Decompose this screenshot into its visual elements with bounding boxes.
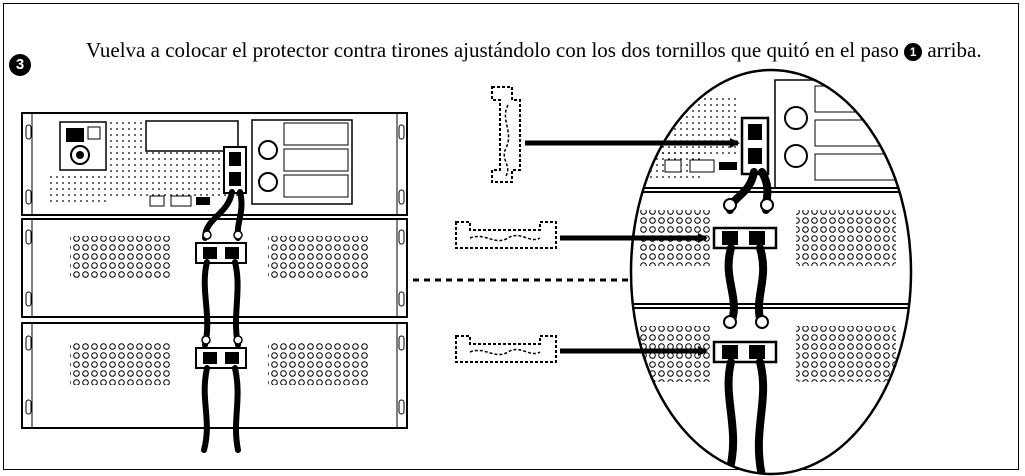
ups-stack bbox=[21, 112, 408, 453]
ventilation-grille bbox=[70, 341, 170, 385]
instruction-text-part1: Vuelva a colocar el protector contra tir… bbox=[86, 38, 899, 62]
strain-relief-bracket-horizontal bbox=[455, 335, 557, 363]
step-number-badge: 3 bbox=[9, 54, 31, 76]
illustration-frame bbox=[3, 3, 1019, 470]
strain-relief-bracket-vertical bbox=[491, 86, 521, 183]
ventilation-grille bbox=[796, 210, 896, 266]
zoom-ellipse-outline bbox=[629, 68, 913, 476]
ups-rear-panel bbox=[21, 112, 408, 216]
ventilation-grille bbox=[268, 236, 368, 280]
battery-pack-2 bbox=[21, 322, 408, 429]
ventilation-grille bbox=[70, 236, 170, 280]
reference-step-badge: 1 bbox=[904, 43, 923, 61]
ventilation-grille bbox=[796, 326, 896, 382]
outlet-block bbox=[251, 119, 353, 205]
strain-relief-bracket-horizontal bbox=[455, 221, 557, 249]
instruction-text: Vuelva a colocar el protector contra tir… bbox=[86, 40, 1006, 61]
zoom-detail bbox=[629, 68, 913, 476]
instruction-text-part2: arriba. bbox=[927, 38, 982, 62]
battery-pack-1 bbox=[21, 218, 408, 318]
ventilation-grille bbox=[268, 341, 368, 385]
